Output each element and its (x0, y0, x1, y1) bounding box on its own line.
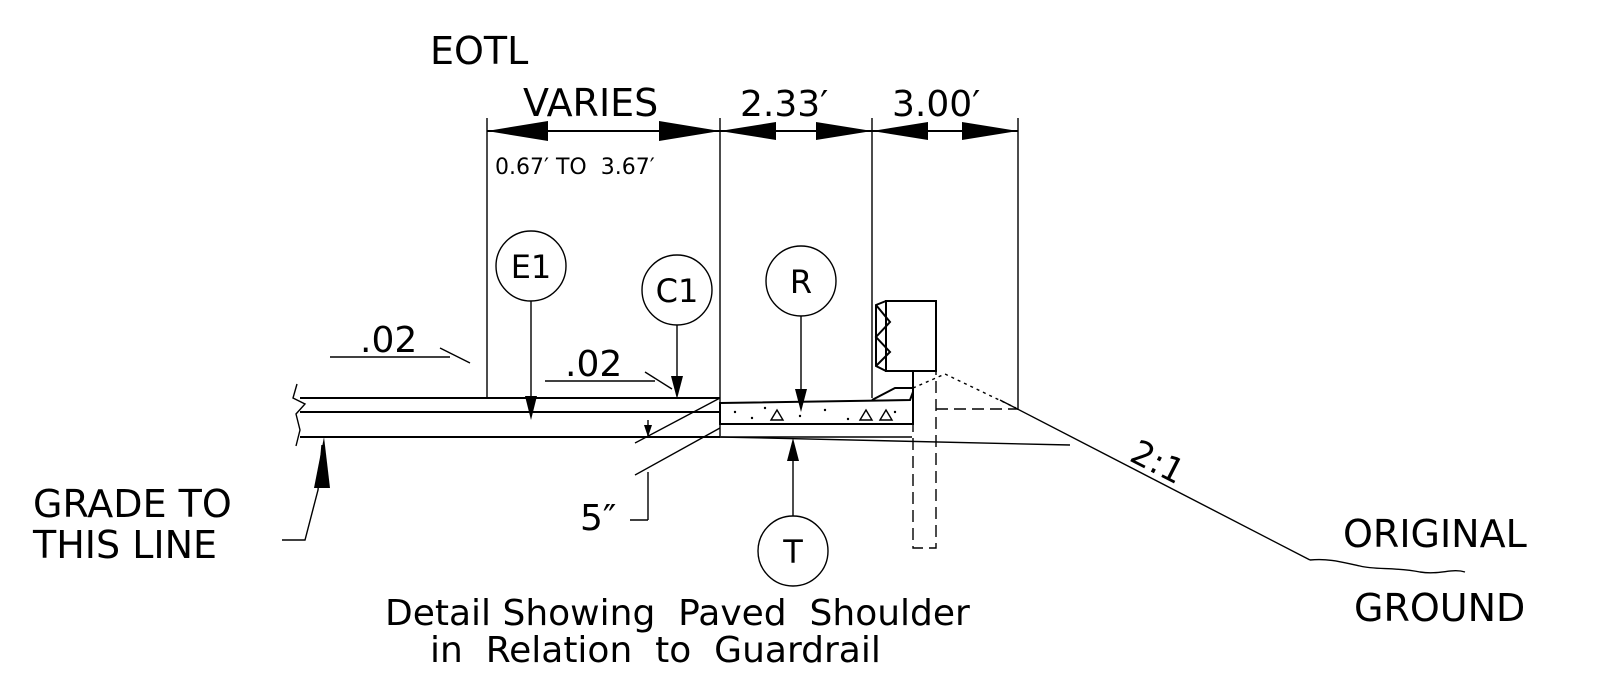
varies-label: VARIES (523, 81, 658, 125)
extension-lines (486, 118, 1019, 436)
original-label-1: ORIGINAL (1343, 512, 1527, 556)
dimension-line-varies (487, 121, 720, 141)
callout-t: T (757, 438, 829, 587)
eotl-label: EOTL (430, 29, 528, 73)
pavement-layers (292, 383, 1071, 447)
callout-r-label: R (790, 263, 812, 301)
callout-r: R (765, 245, 837, 412)
dimension-3-00-label: 3.00′ (892, 84, 980, 125)
slope-callout-left: .02 (330, 320, 471, 364)
aggregate-marks (733, 406, 897, 421)
slope-callout-mid: .02 (545, 344, 673, 390)
callout-e1: E1 (495, 230, 567, 420)
grade-label-1: GRADE TO (33, 482, 232, 526)
depth-dimension: 5″ (580, 397, 721, 539)
dimension-line-3-00 (872, 122, 1018, 140)
guardrail-post (874, 300, 937, 549)
side-slope-label: 2:1 (1124, 432, 1191, 492)
slope-mid-label: .02 (565, 344, 622, 385)
depth-label: 5″ (580, 498, 616, 539)
callout-t-label: T (782, 533, 803, 571)
dimension-2-33-label: 2.33′ (740, 84, 828, 125)
slope-left-label: .02 (360, 320, 417, 361)
caption-line-1: Detail Showing Paved Shoulder (385, 593, 970, 634)
callout-c1: C1 (641, 254, 713, 399)
paved-shoulder (719, 387, 914, 438)
callout-c1-label: C1 (656, 272, 699, 310)
grade-label-2: THIS LINE (32, 523, 217, 567)
dimension-line-2-33 (720, 122, 872, 140)
original-label-2: GROUND (1354, 586, 1525, 630)
side-slope (999, 399, 1466, 574)
caption-line-2: in Relation to Guardrail (430, 630, 881, 671)
callout-e1-label: E1 (511, 248, 552, 286)
varies-range-label: 0.67′ TO 3.67′ (495, 155, 655, 180)
grade-callout: GRADE TO THIS LINE (32, 437, 330, 567)
grade-dashes (912, 373, 1018, 410)
